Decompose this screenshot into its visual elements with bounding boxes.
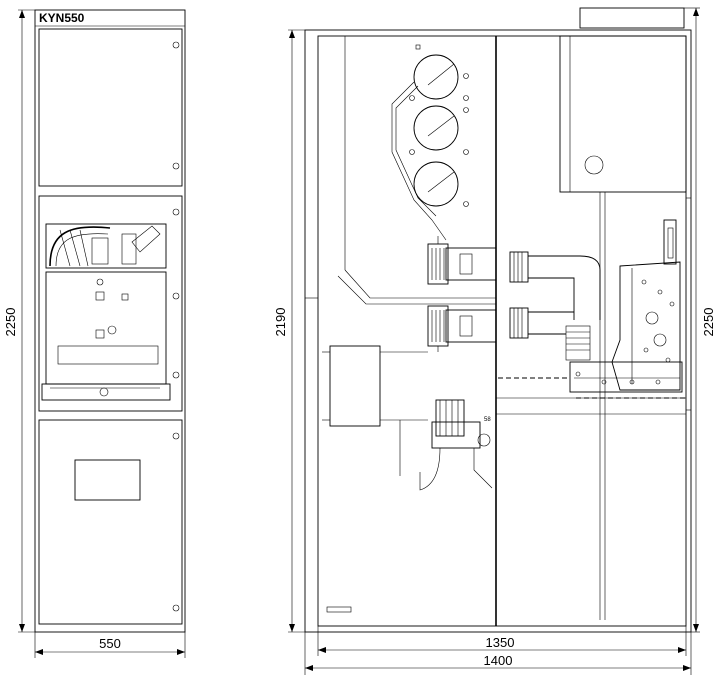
front-height-dimension: 2250 [3,9,35,633]
front-middle-panel [38,195,183,412]
front-width-dimension: 550 [34,632,186,658]
side-view: 58 2190 2250 [273,7,716,675]
side-width-label-inner: 1350 [486,635,515,650]
side-height-dimension-right: 2250 [684,7,716,633]
top-box [579,7,685,29]
breaker-arms [509,251,601,361]
side-width-dimensions: 1350 1400 [304,626,692,675]
front-cabinet-outline [34,9,186,633]
model-label: KYN550 [39,11,85,25]
cable-compartment: 58 [322,345,493,491]
side-width-label-outer: 1400 [484,653,513,668]
front-window [74,459,141,501]
side-height-dimension-left: 2190 [273,29,305,633]
small-dimension-label: 58 [484,417,491,423]
lower-bushing [427,305,497,352]
nameplate [326,606,352,613]
side-cabinet-outline [304,29,692,633]
current-transformers [391,44,469,241]
front-view: KYN550 [3,9,186,658]
upper-bushing [427,236,497,285]
lv-compartment [559,35,687,193]
side-height-label-left: 2190 [273,308,288,337]
front-breaker [41,223,171,401]
front-width-label: 550 [99,636,121,651]
front-bottom-panel [38,419,183,625]
side-height-label-right: 2250 [701,308,716,337]
side-breaker-truck [569,219,683,393]
front-top-panel [38,28,183,187]
front-height-label: 2250 [3,308,18,337]
top-panel-lock [172,41,180,49]
